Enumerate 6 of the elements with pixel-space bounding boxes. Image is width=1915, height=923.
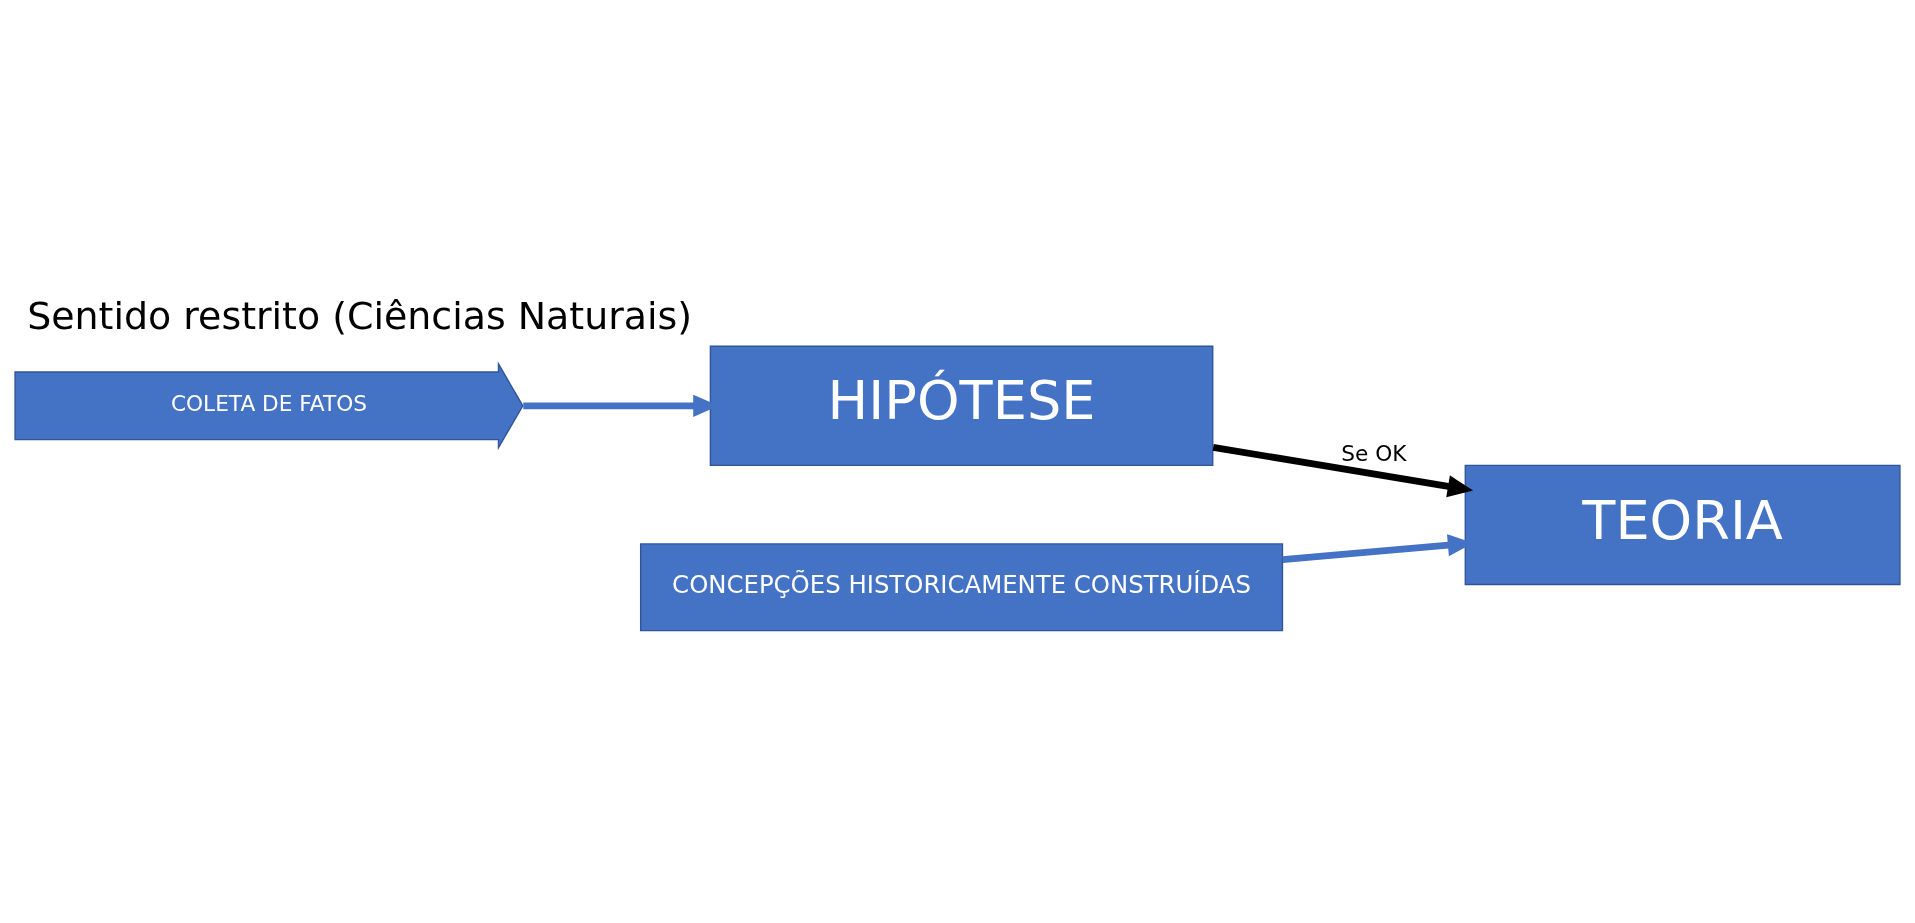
edge-label: Se OK [1341,440,1407,466]
node-box: HIPÓTESE [709,345,1214,466]
diagram-title: Sentido restrito (Ciências Naturais) [27,293,693,338]
arrow [1212,443,1474,497]
node-box: CONCEPÇÕES HISTORICAMENTE CONSTRUÍDAS [639,542,1284,631]
node-box: TEORIA [1464,464,1901,585]
